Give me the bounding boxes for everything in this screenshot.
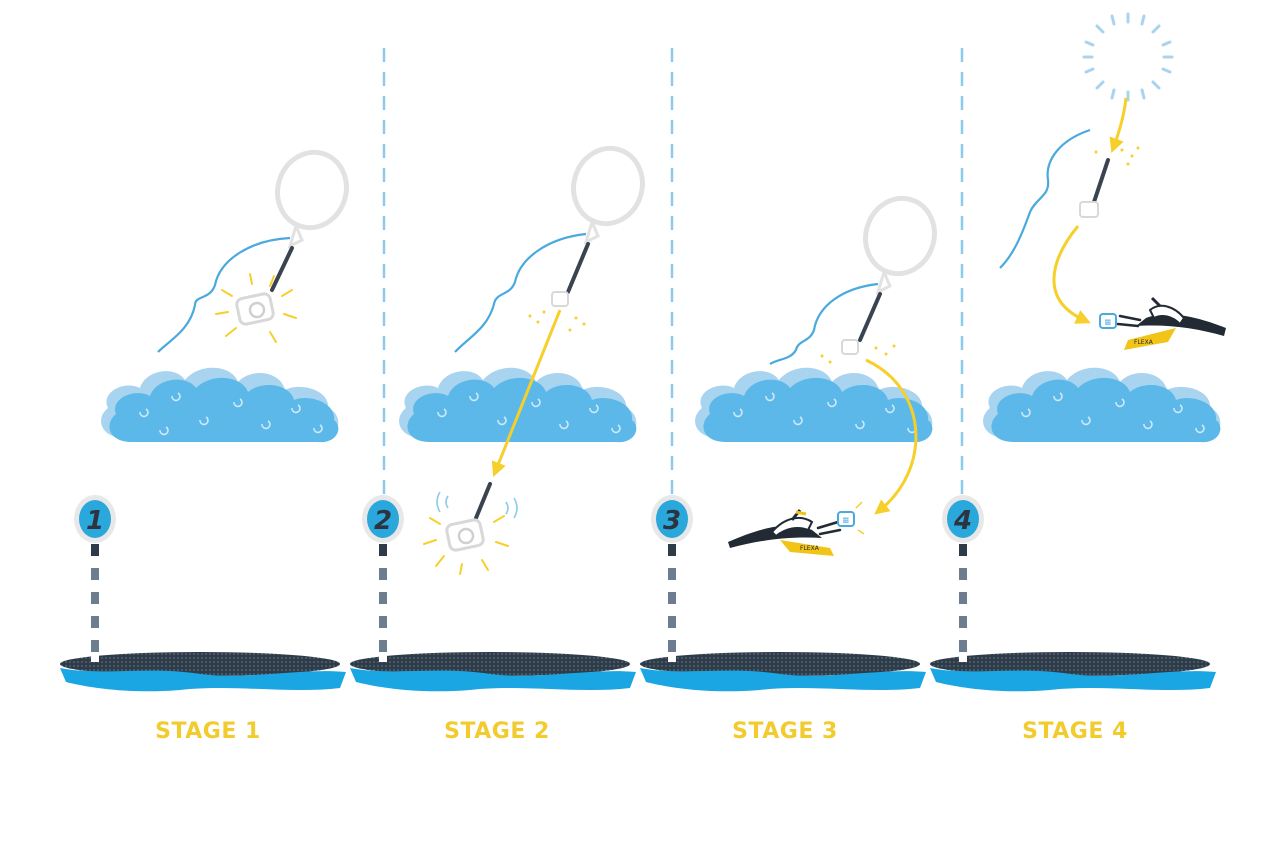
balloon-icon xyxy=(863,195,937,295)
string-line xyxy=(566,242,590,294)
balloon-icon xyxy=(275,149,349,249)
stage-marker-icon: 3 xyxy=(651,495,693,543)
tether-line xyxy=(157,236,291,353)
tether-line xyxy=(999,128,1091,269)
release-sparkle xyxy=(528,310,586,332)
stage-marker-icon: 2 xyxy=(362,495,404,543)
water-pad xyxy=(640,652,926,692)
stage-marker-icon: 4 xyxy=(942,495,984,543)
svg-text:FLEXA: FLEXA xyxy=(1134,339,1154,346)
cloud-icon xyxy=(399,367,637,443)
stage-marker-number: 1 xyxy=(86,506,104,536)
string-line xyxy=(1092,158,1110,204)
return-arrow xyxy=(1052,225,1091,324)
sun-arrow xyxy=(1109,97,1128,154)
stage-marker-number: 3 xyxy=(663,506,681,536)
glider-icon: FLEXA ≡ xyxy=(728,501,865,556)
release-sparkle xyxy=(820,344,896,364)
radiosonde-icon xyxy=(423,491,518,575)
radiosonde-detached-icon xyxy=(551,291,569,307)
water-pad xyxy=(350,652,636,692)
svg-text:FLEXA: FLEXA xyxy=(800,545,820,552)
cloud-icon xyxy=(983,367,1221,443)
string-line xyxy=(270,246,294,292)
stage-marker-icon: 1 xyxy=(74,495,116,543)
sun-icon xyxy=(1082,12,1174,102)
stage-marker-number: 2 xyxy=(374,506,392,536)
radiosonde-detached-icon xyxy=(841,339,859,355)
cloud-icon xyxy=(695,367,933,443)
string-line xyxy=(474,482,492,520)
stage-post xyxy=(379,544,387,662)
stage-marker-number: 4 xyxy=(953,506,972,536)
radiosonde-detached-icon xyxy=(1079,201,1099,218)
stage-2 xyxy=(399,145,645,575)
string-line xyxy=(858,292,882,342)
stage-post xyxy=(91,544,99,662)
stage-label-1: STAGE 1 xyxy=(155,719,261,744)
stage-4: FLEXA ≡ xyxy=(983,12,1226,443)
fall-arrow xyxy=(865,358,918,515)
stage-post xyxy=(959,544,967,662)
stage-3: FLEXA ≡ xyxy=(695,195,937,556)
water-pad xyxy=(60,652,346,692)
release-sparkle xyxy=(1094,146,1140,166)
stage-label-4: STAGE 4 xyxy=(1022,719,1128,744)
glider-icon: FLEXA ≡ xyxy=(1099,296,1226,350)
svg-text:≡: ≡ xyxy=(1104,318,1112,328)
cloud-icon xyxy=(101,367,339,443)
svg-text:≡: ≡ xyxy=(842,516,850,526)
radiosonde-icon xyxy=(215,273,297,343)
fall-arrow xyxy=(491,309,562,477)
tether-line xyxy=(769,282,879,365)
stage-label-2: STAGE 2 xyxy=(444,719,550,744)
balloon-icon xyxy=(571,145,645,245)
stage-label-3: STAGE 3 xyxy=(732,719,838,744)
stage-post xyxy=(668,544,676,662)
water-pad xyxy=(930,652,1216,692)
tether-line xyxy=(454,232,587,353)
ground-row: 1 2 3 4 STAGE 1 STAGE 2 STAGE 3 STAGE 4 xyxy=(60,495,1216,744)
stage-1 xyxy=(101,149,349,443)
